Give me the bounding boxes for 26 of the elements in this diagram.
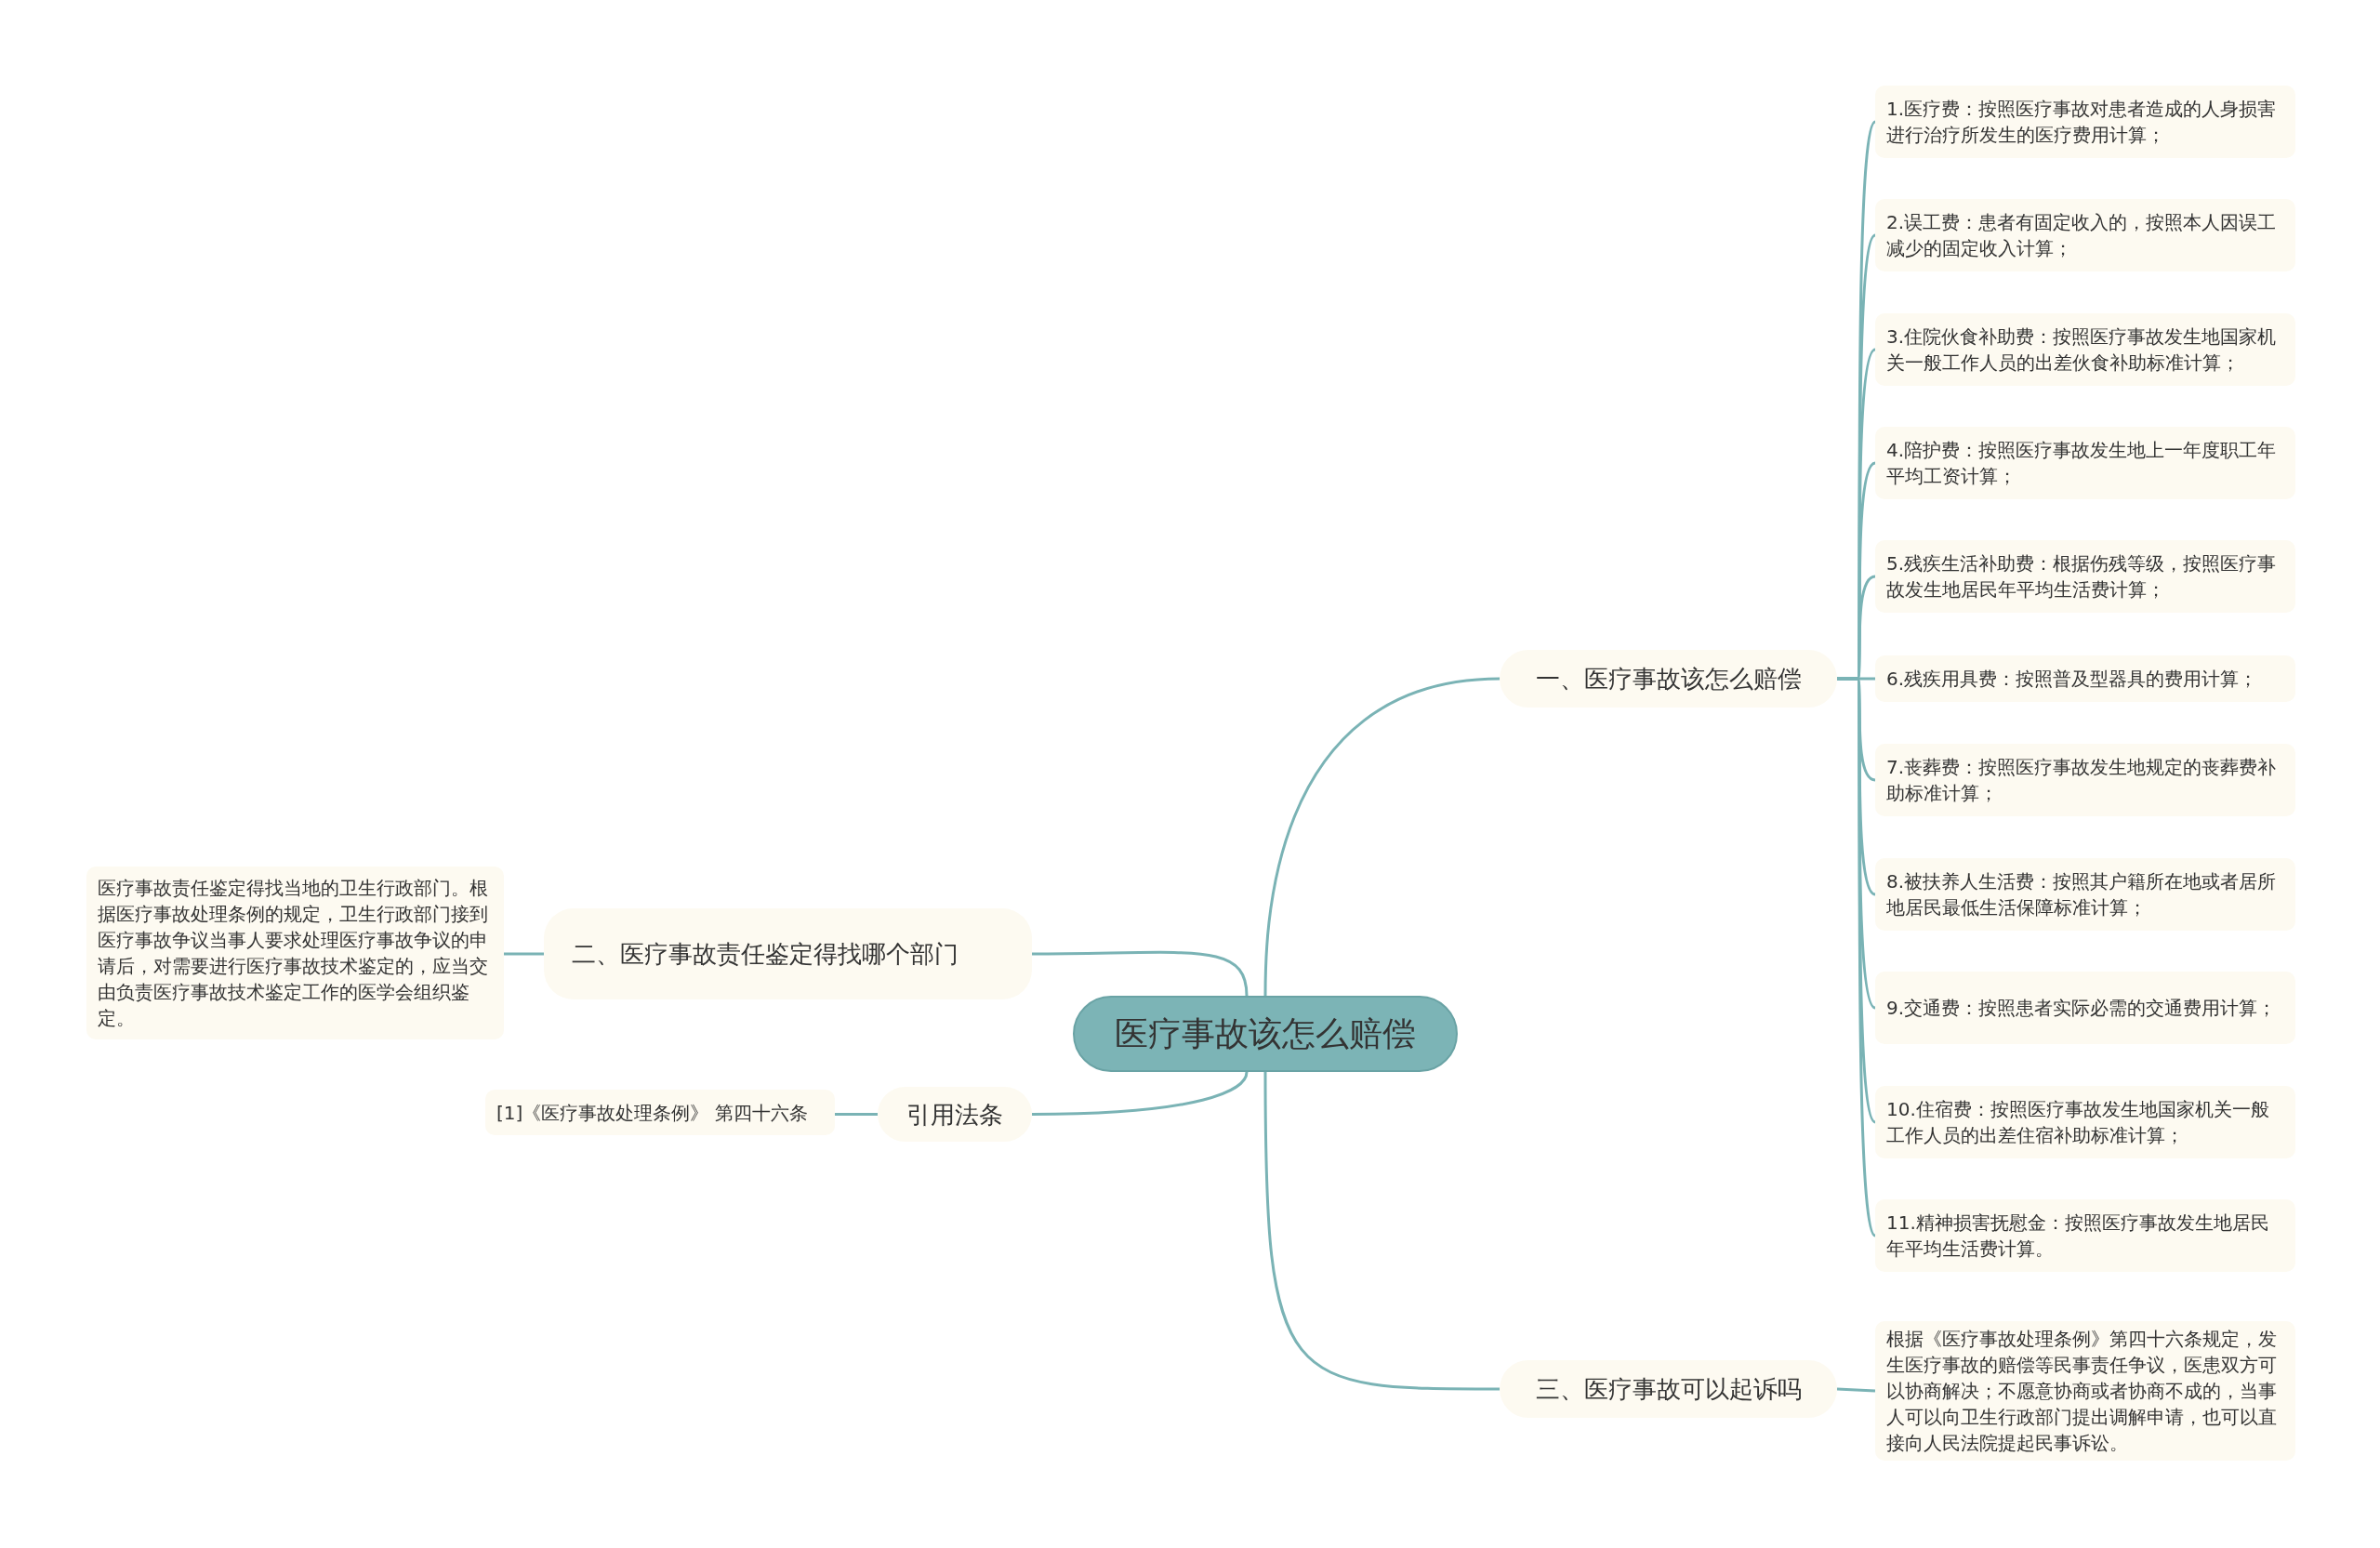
connector <box>1032 950 1249 997</box>
note-box: 11.精神损害抚慰金：按照医疗事故发生地居民年平均生活费计算。 <box>1875 1199 2295 1272</box>
topic-box: 三、医疗事故可以起诉吗 <box>1500 1360 1837 1418</box>
note-box: [1]《医疗事故处理条例》 第四十六条 <box>485 1090 835 1135</box>
connector <box>1263 1072 1500 1391</box>
topic-box: 一、医疗事故该怎么赔偿 <box>1500 650 1837 708</box>
connector <box>1263 677 1501 996</box>
note-box: 5.残疾生活补助费：根据伤残等级，按照医疗事故发生地居民年平均生活费计算； <box>1875 540 2295 613</box>
note-box: 7.丧葬费：按照医疗事故发生地规定的丧葬费补助标准计算； <box>1875 744 2295 816</box>
note-box: 4.陪护费：按照医疗事故发生地上一年度职工年平均工资计算； <box>1875 427 2295 499</box>
connector <box>835 1113 878 1116</box>
note-box: 6.残疾用具费：按照普及型器具的费用计算； <box>1875 655 2295 702</box>
note-box: 9.交通费：按照患者实际必需的交通费用计算； <box>1875 972 2295 1044</box>
note-box: 3.住院伙食补助费：按照医疗事故发生地国家机关一般工作人员的出差伙食补助标准计算； <box>1875 313 2295 386</box>
central-topic: 医疗事故该怎么赔偿 <box>1073 996 1458 1072</box>
connector <box>1836 1387 1876 1393</box>
note-box: 医疗事故责任鉴定得找当地的卫生行政部门。根据医疗事故处理条例的规定，卫生行政部门接到医疗事故争议当事人要求处理医疗事故争议的申请后，对需要进行医疗事故技术鉴定的，应当交由负责医疗事故技术鉴定工作的医学会组织鉴定。 <box>86 867 504 1039</box>
note-box: 10.住宿费：按照医疗事故发生地国家机关一般工作人员的出差住宿补助标准计算； <box>1875 1086 2295 1158</box>
connector <box>1031 1071 1249 1116</box>
topic-box: 二、医疗事故责任鉴定得找哪个部门 <box>544 908 1032 999</box>
connector <box>504 952 544 956</box>
note-box: 根据《医疗事故处理条例》第四十六条规定，发生医疗事故的赔偿等民事责任争议，医患双方可以协商解决；不愿意协商或者协商不成的，当事人可以向卫生行政部门提出调解申请，也可以直接向人民法院提起民事诉讼。 <box>1875 1321 2295 1461</box>
topic-box: 引用法条 <box>878 1087 1032 1142</box>
note-box: 8.被扶养人生活费：按照其户籍所在地或者居所地居民最低生活保障标准计算； <box>1875 858 2295 931</box>
note-box: 2.误工费：患者有固定收入的，按照本人因误工减少的固定收入计算； <box>1875 199 2295 271</box>
note-box: 1.医疗费：按照医疗事故对患者造成的人身损害进行治疗所发生的医疗费用计算； <box>1875 86 2295 158</box>
